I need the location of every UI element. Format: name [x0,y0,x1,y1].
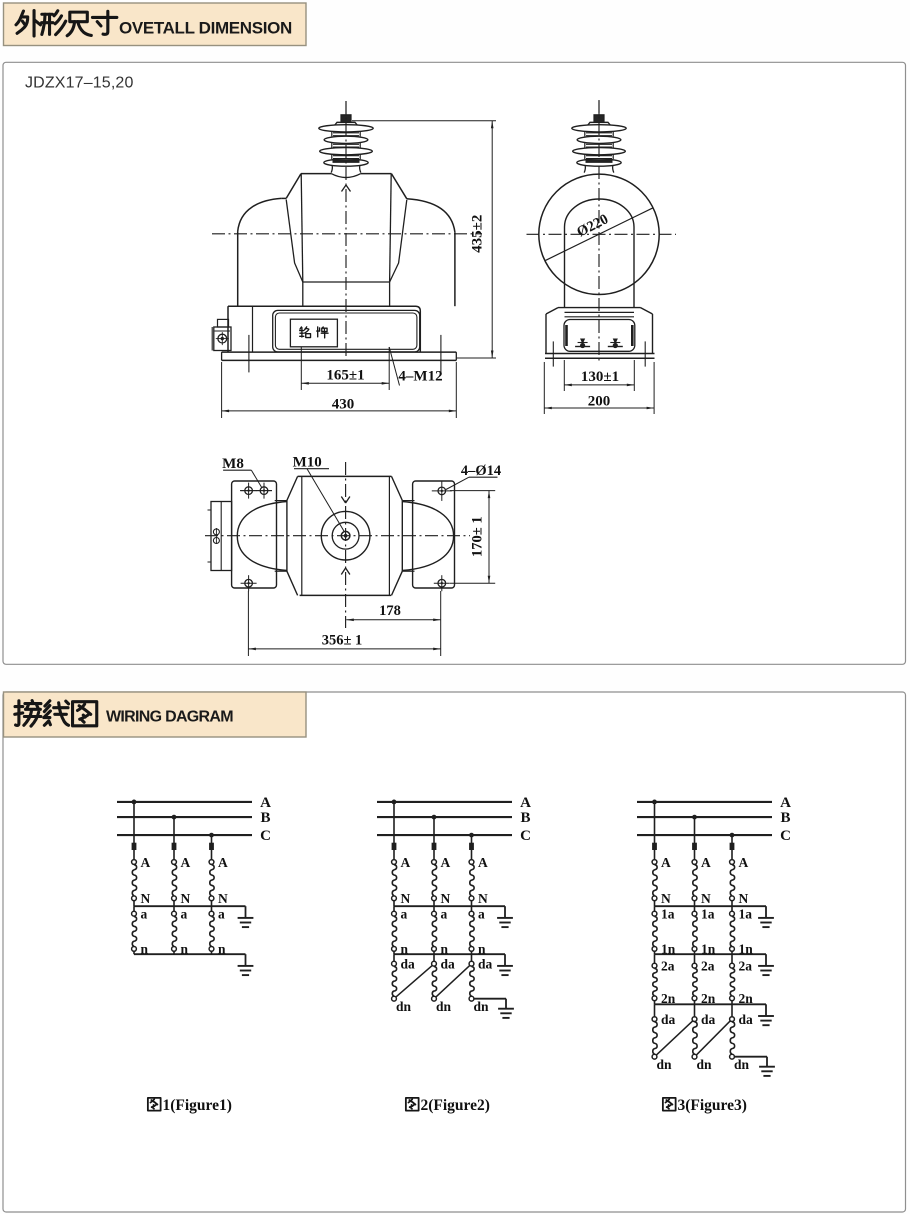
svg-text:1a: 1a [739,907,753,922]
svg-text:B: B [520,810,530,826]
svg-text:4–M12: 4–M12 [398,369,442,385]
svg-text:WIRING DAGRAM: WIRING DAGRAM [106,709,233,726]
svg-text:N: N [141,891,151,906]
svg-text:A: A [739,855,749,870]
svg-text:435±2: 435±2 [470,215,486,253]
svg-text:dn: dn [657,1057,673,1072]
svg-text:M10: M10 [293,455,322,471]
svg-text:A: A [661,855,671,870]
svg-text:da: da [661,1012,676,1027]
svg-text:B: B [780,810,790,826]
svg-text:da: da [739,1012,754,1027]
svg-text:N: N [739,891,749,906]
svg-text:430: 430 [332,397,355,413]
svg-text:4–Ø14: 4–Ø14 [461,463,501,479]
svg-text:dn: dn [697,1057,713,1072]
svg-text:JDZX17–15,20: JDZX17–15,20 [25,75,134,92]
svg-text:a: a [401,907,408,922]
svg-text:A: A [780,795,791,811]
svg-text:a: a [218,907,225,922]
svg-text:A: A [260,795,271,811]
svg-text:n: n [441,942,449,957]
svg-text:2a: 2a [661,959,675,974]
svg-text:A: A [441,855,451,870]
svg-text:A: A [218,855,228,870]
svg-text:A: A [141,855,151,870]
svg-text:165±1: 165±1 [326,368,364,384]
svg-text:OVETALL DIMENSION: OVETALL DIMENSION [119,19,292,38]
svg-text:A: A [701,855,711,870]
svg-text:A: A [181,855,191,870]
svg-text:a: a [181,907,188,922]
svg-text:2n: 2n [701,991,716,1006]
svg-text:N: N [181,891,191,906]
svg-text:N: N [701,891,711,906]
svg-text:a: a [141,907,148,922]
svg-text:2a: 2a [701,959,715,974]
svg-text:dn: dn [474,999,490,1014]
svg-text:200: 200 [588,394,611,410]
svg-text:1n: 1n [661,942,676,957]
svg-text:n: n [181,942,189,957]
svg-text:178: 178 [379,603,401,619]
svg-text:C: C [260,828,271,844]
svg-text:N: N [401,891,411,906]
svg-text:M8: M8 [222,456,244,472]
svg-text:n: n [218,942,226,957]
svg-text:2a: 2a [739,959,753,974]
svg-text:N: N [218,891,228,906]
svg-text:2n: 2n [661,991,676,1006]
svg-text:C: C [520,828,531,844]
svg-text:1(Figure1): 1(Figure1) [163,1097,232,1114]
svg-text:2n: 2n [739,991,754,1006]
svg-text:dn: dn [396,999,412,1014]
svg-text:A: A [478,855,488,870]
svg-text:dn: dn [436,999,452,1014]
svg-text:1n: 1n [701,942,716,957]
svg-text:N: N [661,891,671,906]
svg-text:N: N [441,891,451,906]
svg-text:1a: 1a [701,907,715,922]
svg-text:356± 1: 356± 1 [322,632,363,648]
svg-text:da: da [701,1012,716,1027]
svg-text:B: B [260,810,270,826]
svg-text:a: a [441,907,448,922]
svg-text:C: C [780,828,791,844]
svg-text:1n: 1n [739,942,754,957]
svg-text:da: da [401,957,416,972]
svg-text:n: n [401,942,409,957]
svg-text:170± 1: 170± 1 [470,516,486,557]
svg-text:130±1: 130±1 [581,369,619,385]
svg-text:A: A [401,855,411,870]
svg-text:N: N [478,891,488,906]
svg-text:n: n [141,942,149,957]
svg-text:a: a [478,907,485,922]
svg-text:1a: 1a [661,907,675,922]
svg-text:da: da [478,957,493,972]
svg-text:3(Figure3): 3(Figure3) [678,1097,747,1114]
svg-text:A: A [520,795,531,811]
svg-text:dn: dn [734,1057,750,1072]
svg-text:n: n [478,942,486,957]
svg-text:da: da [441,957,456,972]
svg-text:2(Figure2): 2(Figure2) [421,1097,490,1114]
